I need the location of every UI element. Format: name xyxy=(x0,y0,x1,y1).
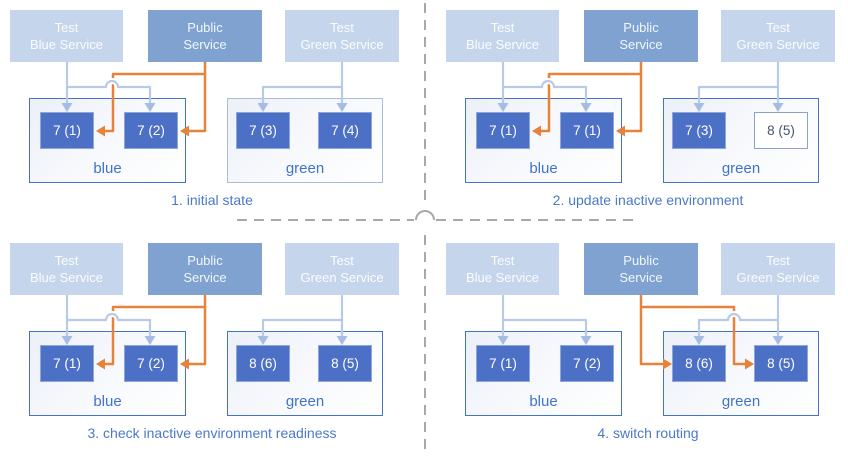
environment-label: green xyxy=(285,160,325,177)
quadrant-check-readiness: Test Blue Service Public Service Test Gr… xyxy=(0,233,424,456)
green-environment-box: 7 (3) 7 (4) green xyxy=(227,98,383,183)
instance-box: 8 (5) xyxy=(754,112,808,149)
instance-box: 8 (5) xyxy=(754,345,808,382)
environment-label: blue xyxy=(93,160,122,177)
green-environment-box: 8 (6) 8 (5) green xyxy=(227,331,383,416)
instance-box: 7 (4) xyxy=(318,112,372,149)
public-service-box: Public Service xyxy=(148,243,262,295)
step-caption: 2. update inactive environment xyxy=(552,192,744,208)
instance-label: 8 (6) xyxy=(249,356,277,371)
service-label-line: Test xyxy=(490,253,515,268)
blue-environment-box: 7 (1) 7 (2) blue xyxy=(465,331,622,416)
quadrant-switch-routing: Test Blue Service Public Service Test Gr… xyxy=(436,233,848,456)
test-blue-service-box: Test Blue Service xyxy=(10,10,123,62)
instance-box: 7 (3) xyxy=(236,112,290,149)
test-green-service-box: Test Green Service xyxy=(721,10,835,62)
blue-environment-box: 7 (1) 7 (2) blue xyxy=(29,331,186,416)
environment-label: green xyxy=(721,393,761,410)
instance-box: 7 (1) xyxy=(476,112,530,149)
service-label-line: Public xyxy=(623,253,659,268)
instance-box: 8 (6) xyxy=(672,345,726,382)
service-label-line: Test xyxy=(766,20,790,35)
green-environment-box: 7 (3) 8 (5) green xyxy=(663,98,819,183)
environment-label: green xyxy=(285,393,325,410)
blue-environment-box: 7 (1) 7 (2) blue xyxy=(29,98,186,183)
environment-label: blue xyxy=(529,393,558,410)
instance-label: 7 (4) xyxy=(331,123,359,138)
service-label-line: Test xyxy=(766,253,790,268)
step-caption: 4. switch routing xyxy=(597,425,699,441)
environment-label: blue xyxy=(93,393,122,410)
test-green-service-box: Test Green Service xyxy=(285,10,399,62)
instance-label: 8 (5) xyxy=(767,123,795,138)
environment-label: blue xyxy=(529,160,558,177)
instance-label: 7 (3) xyxy=(685,123,713,138)
instance-label: 7 (1) xyxy=(489,356,517,371)
instance-label: 7 (1) xyxy=(489,123,517,138)
test-blue-service-box: Test Blue Service xyxy=(446,243,559,295)
quadrant-update-inactive: Test Blue Service Public Service Test Gr… xyxy=(436,0,848,228)
green-environment-box: 8 (6) 8 (5) green xyxy=(663,331,819,416)
public-service-box: Public Service xyxy=(148,10,262,62)
service-label-line: Public xyxy=(187,253,223,268)
public-service-box: Public Service xyxy=(584,10,698,62)
service-label-line: Blue Service xyxy=(466,270,539,285)
service-label-line: Service xyxy=(183,270,227,285)
instance-box: 7 (1) xyxy=(40,112,94,149)
service-label-line: Green Service xyxy=(300,270,384,285)
test-green-service-box: Test Green Service xyxy=(721,243,835,295)
service-label-line: Blue Service xyxy=(30,270,103,285)
quadrant-initial-state: Test Blue Service Public Service Test Gr… xyxy=(0,0,424,228)
service-label-line: Blue Service xyxy=(466,37,539,52)
instance-box: 7 (1) xyxy=(560,112,614,149)
step-caption: 1. initial state xyxy=(171,192,253,208)
instance-label: 7 (2) xyxy=(137,123,165,138)
instance-label: 7 (1) xyxy=(573,123,601,138)
instance-label: 8 (5) xyxy=(331,356,359,371)
service-label-line: Green Service xyxy=(736,37,820,52)
instance-box: 8 (6) xyxy=(236,345,290,382)
instance-label: 7 (3) xyxy=(249,123,277,138)
instance-label: 8 (6) xyxy=(685,356,713,371)
instance-label: 7 (2) xyxy=(137,356,165,371)
service-label-line: Service xyxy=(619,270,663,285)
service-label-line: Green Service xyxy=(736,270,820,285)
instance-box: 7 (1) xyxy=(476,345,530,382)
service-label-line: Green Service xyxy=(300,37,384,52)
instance-box: 7 (2) xyxy=(124,345,178,382)
public-service-box: Public Service xyxy=(584,243,698,295)
service-label-line: Public xyxy=(623,20,659,35)
instance-box: 7 (2) xyxy=(124,112,178,149)
step-caption: 3. check inactive environment readiness xyxy=(87,425,337,441)
service-label-line: Test xyxy=(490,20,515,35)
service-label-line: Test xyxy=(330,253,354,268)
service-label-line: Public xyxy=(187,20,223,35)
service-label-line: Service xyxy=(183,37,227,52)
test-blue-service-box: Test Blue Service xyxy=(10,243,123,295)
test-blue-service-box: Test Blue Service xyxy=(446,10,559,62)
instance-box: 7 (1) xyxy=(40,345,94,382)
instance-box: 7 (3) xyxy=(672,112,726,149)
instance-box: 8 (5) xyxy=(318,345,372,382)
service-label-line: Test xyxy=(54,253,79,268)
instance-label: 7 (2) xyxy=(573,356,601,371)
service-label-line: Test xyxy=(54,20,79,35)
service-label-line: Blue Service xyxy=(30,37,103,52)
instance-label: 7 (1) xyxy=(53,123,81,138)
instance-box: 7 (2) xyxy=(560,345,614,382)
service-label-line: Test xyxy=(330,20,354,35)
test-green-service-box: Test Green Service xyxy=(285,243,399,295)
environment-label: green xyxy=(721,160,761,177)
service-label-line: Service xyxy=(619,37,663,52)
instance-label: 8 (5) xyxy=(767,356,795,371)
instance-label: 7 (1) xyxy=(53,356,81,371)
blue-environment-box: 7 (1) 7 (1) blue xyxy=(465,98,622,183)
